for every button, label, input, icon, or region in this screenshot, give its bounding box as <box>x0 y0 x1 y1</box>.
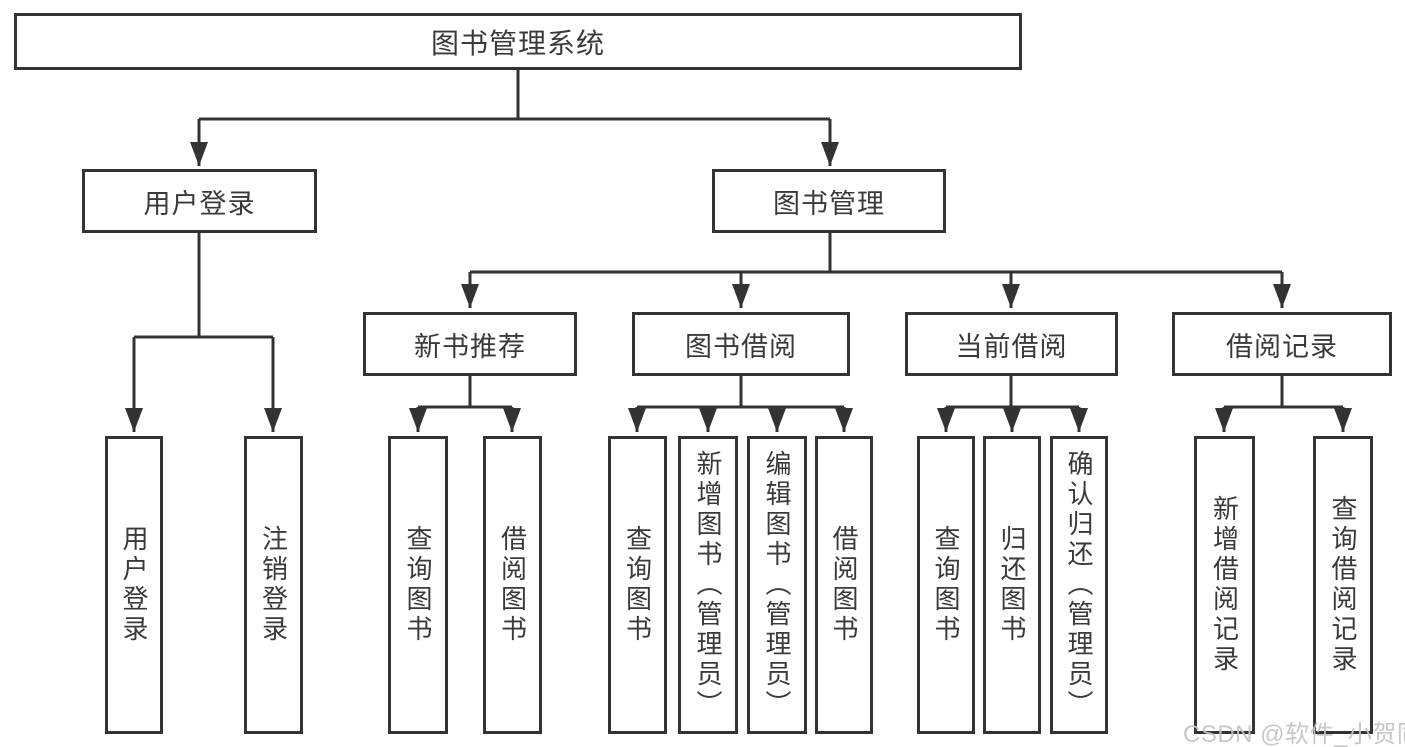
leaf-label: 确认归还（管理员） <box>1064 450 1094 720</box>
leaf-label: 借阅图书 <box>829 525 859 645</box>
leaf-label: 归还图书 <box>997 525 1027 645</box>
leaf-label: 查询借阅记录 <box>1328 495 1358 675</box>
leaf-user-login: 用户登录 <box>105 436 163 734</box>
leaf-confirm-return-admin: 确认归还（管理员） <box>1050 436 1108 734</box>
node-new-book-recommend: 新书推荐 <box>363 312 577 376</box>
node-borrow-records: 借阅记录 <box>1172 312 1392 376</box>
node-library-system: 图书管理系统 <box>14 13 1022 70</box>
leaf-edit-book-admin: 编辑图书（管理员） <box>747 436 807 734</box>
leaf-label: 查询图书 <box>403 525 433 645</box>
leaf-query-books-current: 查询图书 <box>917 436 975 734</box>
leaf-return-books: 归还图书 <box>983 436 1041 734</box>
leaf-label: 查询图书 <box>622 525 653 645</box>
leaf-borrow-books-borrowing: 借阅图书 <box>815 436 873 734</box>
leaf-label: 新增借阅记录 <box>1209 495 1240 675</box>
leaf-label: 新增图书（管理员） <box>693 450 723 720</box>
leaf-label: 用户登录 <box>119 525 149 645</box>
leaf-label: 编辑图书（管理员） <box>762 450 792 720</box>
leaf-borrow-books-recommend: 借阅图书 <box>483 436 542 734</box>
leaf-query-borrow-record: 查询借阅记录 <box>1313 436 1373 734</box>
csdn-watermark: CSDN @软件_小贺同学 <box>1183 721 1405 747</box>
leaf-label: 注销登录 <box>258 525 289 645</box>
leaf-label: 查询图书 <box>931 525 961 645</box>
leaf-add-borrow-record: 新增借阅记录 <box>1194 436 1255 734</box>
node-user-login: 用户登录 <box>82 169 317 233</box>
leaf-label: 借阅图书 <box>497 525 528 645</box>
node-book-management: 图书管理 <box>712 169 946 233</box>
node-current-borrowing: 当前借阅 <box>905 312 1118 376</box>
node-book-borrowing: 图书借阅 <box>632 312 850 376</box>
leaf-query-books-recommend: 查询图书 <box>388 436 448 734</box>
leaf-logout: 注销登录 <box>244 436 303 734</box>
leaf-query-books-borrowing: 查询图书 <box>608 436 667 734</box>
leaf-add-book-admin: 新增图书（管理员） <box>678 436 738 734</box>
